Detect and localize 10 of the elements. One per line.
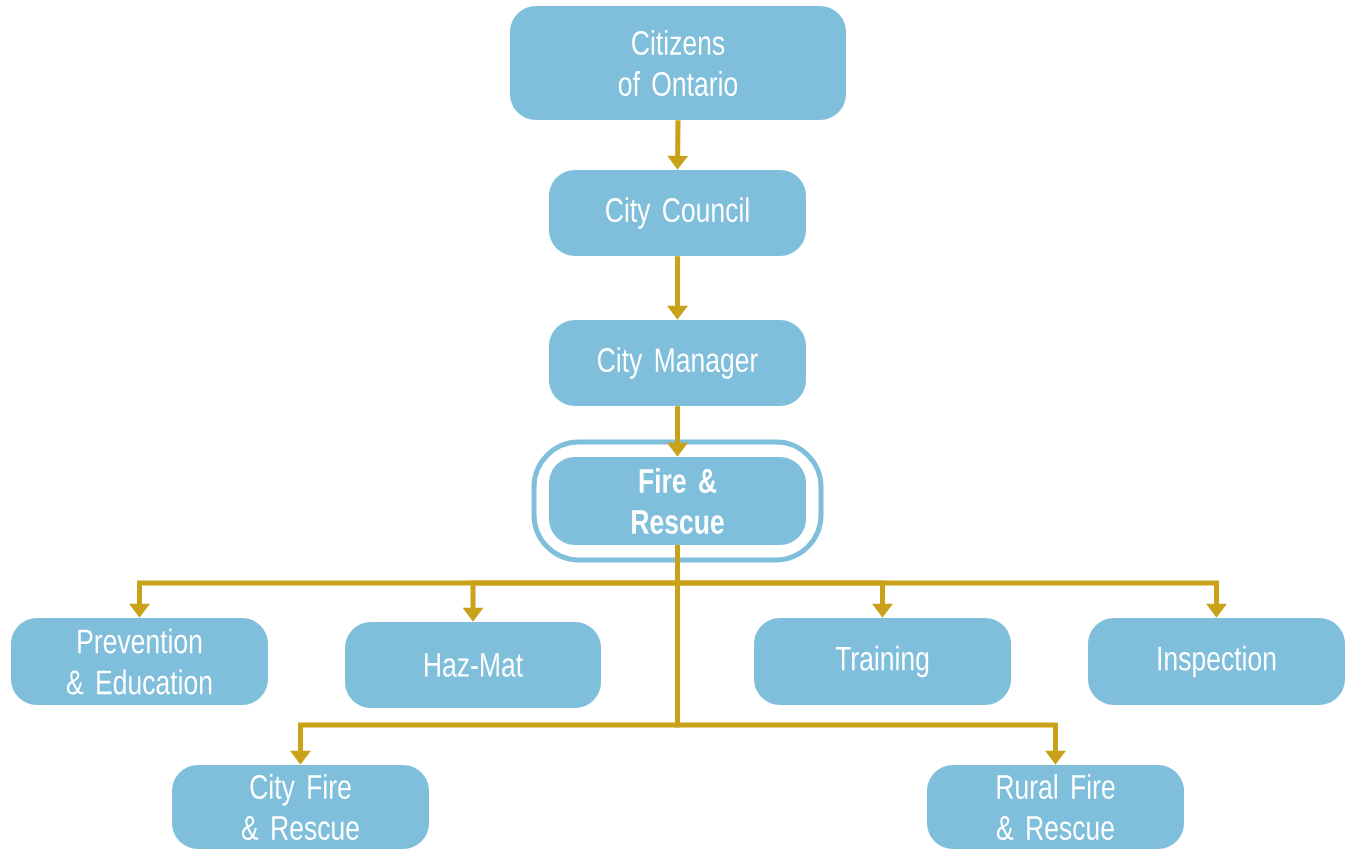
- rounded-box: Prevention & Education: [11, 618, 268, 705]
- rounded-box: City Fire & Rescue: [172, 765, 429, 849]
- rounded-box: Haz-Mat: [345, 622, 601, 708]
- rounded-box: City Council: [549, 170, 806, 256]
- rounded-box: Training: [754, 618, 1011, 705]
- rounded-box: Citizens of Ontario: [510, 6, 846, 120]
- rounded-box: Rural Fire & Rescue: [927, 765, 1184, 849]
- rounded-box: City Manager: [549, 320, 806, 406]
- rounded-box: Inspection: [1088, 618, 1345, 705]
- framed-box: Fire & Rescue: [531, 439, 824, 563]
